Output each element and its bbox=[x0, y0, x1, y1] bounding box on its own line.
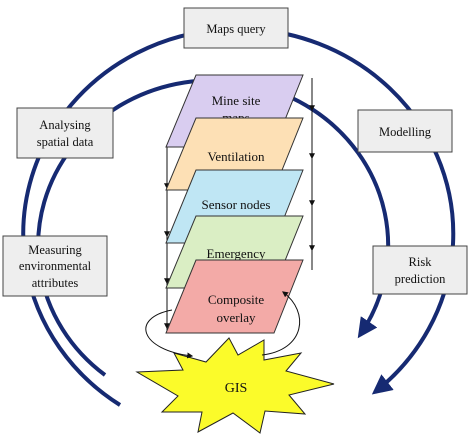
left-gis-link bbox=[145, 309, 194, 359]
layer-line-1: Emergency bbox=[207, 246, 266, 261]
risk-prediction-box: Risk prediction bbox=[372, 245, 468, 295]
layer-line-1: Mine site bbox=[212, 93, 261, 108]
box-line-1: Measuring bbox=[28, 243, 82, 257]
gis-links bbox=[145, 291, 300, 359]
gis-core: GIS bbox=[135, 337, 335, 434]
layer-shape bbox=[165, 259, 304, 334]
box-line-2: prediction bbox=[395, 272, 446, 286]
layer-composite-overlay: Composite overlay bbox=[165, 259, 304, 334]
box-frame bbox=[2, 235, 108, 297]
box-line-2: environmental bbox=[19, 259, 92, 273]
gis-starburst bbox=[135, 337, 335, 434]
layer-line-2: overlay bbox=[217, 310, 256, 325]
box-frame bbox=[16, 107, 114, 159]
box-frame bbox=[183, 7, 289, 49]
modelling-box: Modelling bbox=[357, 109, 453, 153]
box-line-1: Risk bbox=[409, 255, 433, 269]
box-line-1: Modelling bbox=[379, 125, 432, 139]
layer-line-1: Ventilation bbox=[207, 149, 265, 164]
measuring-environmental-attributes-box: Measuring environmental attributes bbox=[2, 235, 108, 297]
analysing-spatial-data-box: Analysing spatial data bbox=[16, 107, 114, 159]
maps-query-box: Maps query bbox=[183, 7, 289, 49]
box-frame bbox=[357, 109, 453, 153]
box-line-1: Maps query bbox=[206, 22, 266, 36]
box-line-2: spatial data bbox=[37, 135, 94, 149]
box-frame bbox=[372, 245, 468, 295]
layer-line-1: Composite bbox=[208, 292, 265, 307]
right-gis-link bbox=[261, 291, 300, 356]
box-line-1: Analysing bbox=[39, 118, 91, 132]
layer-line-1: Sensor nodes bbox=[202, 197, 271, 212]
box-line-3: attributes bbox=[32, 276, 79, 290]
gis-label: GIS bbox=[225, 381, 248, 396]
